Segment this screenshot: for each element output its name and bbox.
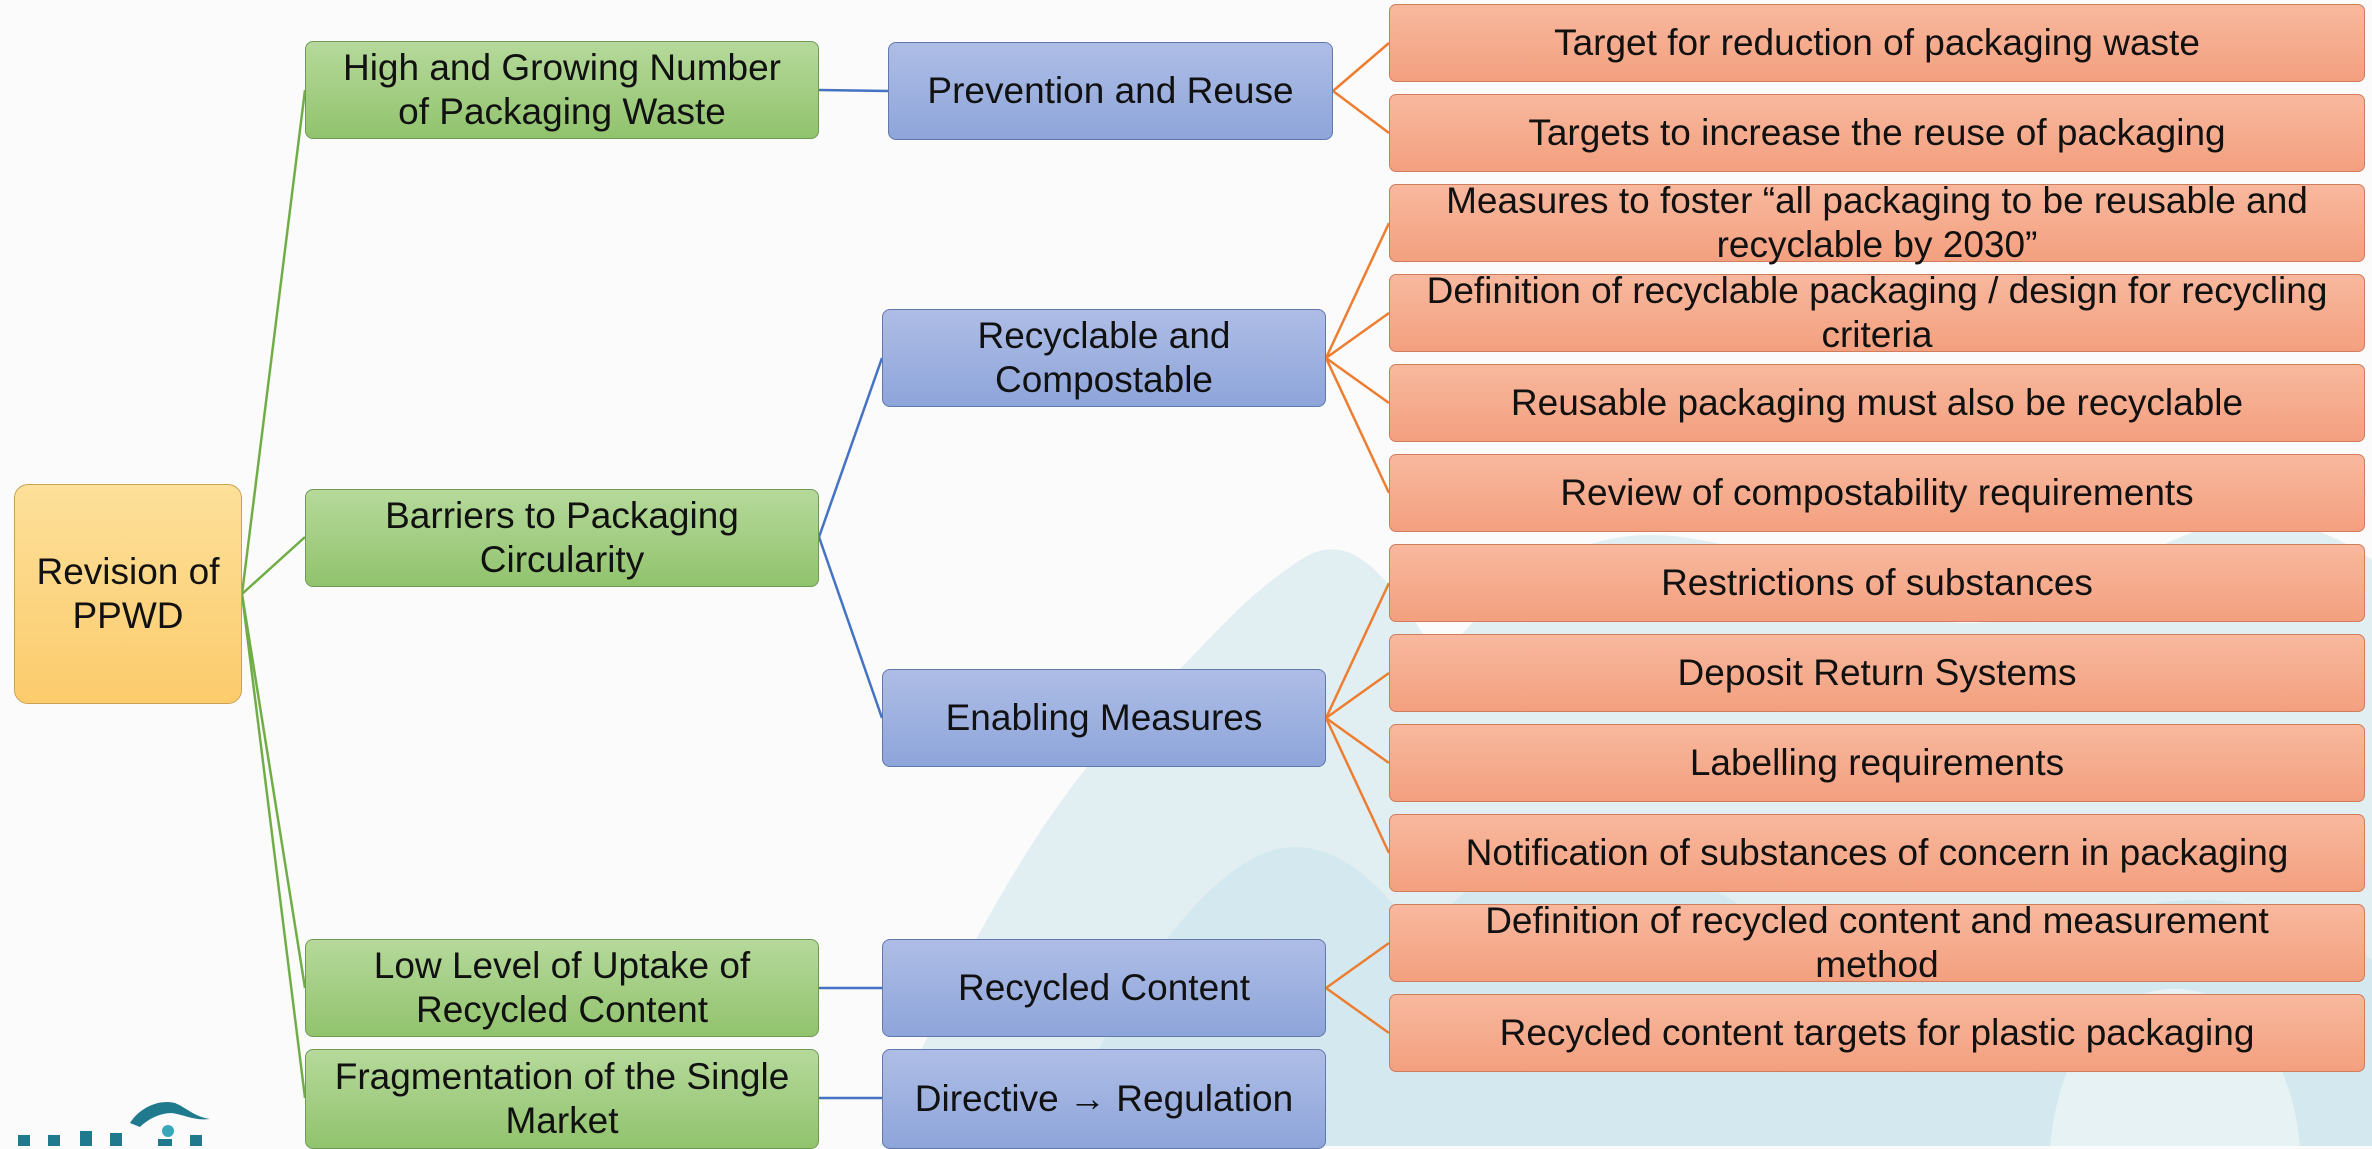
measure-node: Deposit Return Systems <box>1389 634 2365 712</box>
area-to-measure-connectors <box>1324 42 1391 1035</box>
measure-node: Target for reduction of packaging waste <box>1389 4 2365 82</box>
measure-node: Reusable packaging must also be recyclab… <box>1389 364 2365 442</box>
measure-node: Labelling requirements <box>1389 724 2365 802</box>
measure-node: Recycled content targets for plastic pac… <box>1389 994 2365 1072</box>
root-to-cause-connectors <box>240 89 307 1099</box>
cause-to-area-connectors <box>817 88 889 1100</box>
area-node: Prevention and Reuse <box>888 42 1333 140</box>
measure-node: Review of compostability requirements <box>1389 454 2365 532</box>
measure-node: Measures to foster “all packaging to be … <box>1389 180 2365 265</box>
area-node: Recyclable and Compostable <box>882 309 1326 407</box>
area-node: Recycled Content <box>882 939 1326 1037</box>
root-node: Revision of PPWD <box>14 484 242 704</box>
area-node: Enabling Measures <box>882 669 1326 767</box>
measure-node: Restrictions of substances <box>1389 544 2365 622</box>
cause-node: High and Growing Number of Packaging Was… <box>305 41 819 139</box>
measure-node: Definition of recycled content and measu… <box>1389 900 2365 985</box>
measure-node: Definition of recyclable packaging / des… <box>1389 270 2365 355</box>
cause-node: Fragmentation of the Single Market <box>305 1049 819 1149</box>
logo <box>18 1101 210 1146</box>
cause-node: Low Level of Uptake of Recycled Content <box>305 939 819 1037</box>
area-node: Directive → Regulation <box>882 1049 1326 1149</box>
measure-node: Targets to increase the reuse of packagi… <box>1389 94 2365 172</box>
measure-node: Notification of substances of concern in… <box>1389 814 2365 892</box>
cause-node: Barriers to Packaging Circularity <box>305 489 819 587</box>
